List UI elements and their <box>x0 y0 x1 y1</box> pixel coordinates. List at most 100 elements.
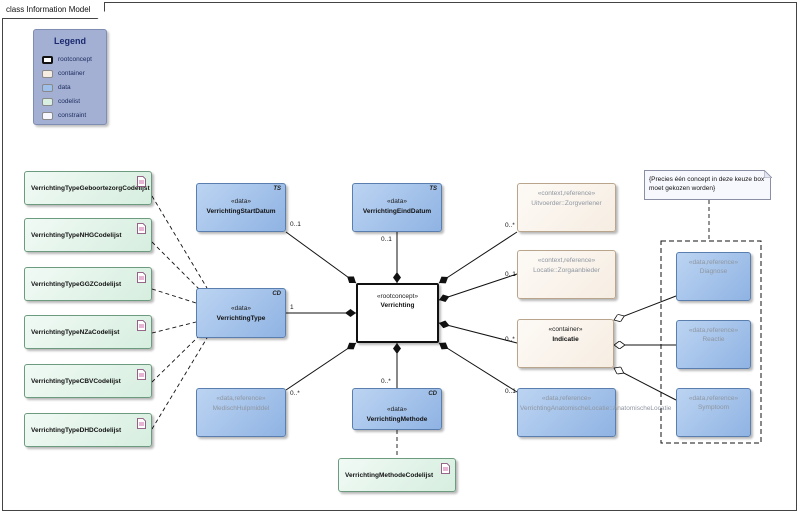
connector-zorgaanbieder <box>438 273 518 303</box>
legend-item-constraint: constraint <box>42 111 86 120</box>
node-stereotype: «rootconcept» <box>376 293 419 300</box>
node-stereotype: «data,reference» <box>541 395 592 402</box>
multiplicity-hulpmiddel: 0..* <box>290 390 300 397</box>
dependency-codelist-ggz <box>151 288 197 304</box>
node-medisch-hulpmiddel[interactable]: «data,reference» MedischHulpmiddel <box>196 388 286 437</box>
codelist-name: VerrichtingMethodeCodelijst <box>345 471 434 479</box>
document-icon <box>137 223 146 234</box>
legend-item-data: data <box>42 83 71 92</box>
constraint-note[interactable]: {Precies één concept in deze keuze box m… <box>644 170 771 200</box>
legend-swatch-data <box>42 83 53 92</box>
node-anatomische-locatie[interactable]: «data,reference» VerrichtingAnatomischeL… <box>517 388 672 437</box>
node-symptoom[interactable]: «data,reference» Symptoom <box>676 388 751 437</box>
node-stereotype: «data,reference» <box>216 395 266 402</box>
legend-title: Legend <box>53 36 86 46</box>
node-name: VerrichtingAnatomischeLocatie::Anatomisc… <box>520 405 672 412</box>
codelist-geboortezorg[interactable]: VerrichtingTypeGeboortezorgCodelijst <box>24 171 152 205</box>
legend-label: container <box>58 70 85 77</box>
node-verrichting-startdatum[interactable]: TS «data» VerrichtingStartDatum <box>196 183 286 232</box>
codelist-verrichting-methode[interactable]: VerrichtingMethodeCodelijst <box>338 458 456 492</box>
codelist-name: VerrichtingTypeDHDCodelijst <box>31 426 122 434</box>
multiplicity-locatie: 0..1 <box>505 388 516 395</box>
connector-indicatie <box>438 320 518 344</box>
node-verrichting-einddatum[interactable]: TS «data» VerrichtingEindDatum <box>352 183 442 232</box>
node-name: VerrichtingStartDatum <box>206 208 276 215</box>
root-verrichting[interactable]: «rootconcept» Verrichting <box>356 283 439 343</box>
legend-label: rootconcept <box>58 56 92 63</box>
node-name: Uitvoerder::Zorgverlener <box>531 200 602 207</box>
node-name: Verrichting <box>380 302 415 309</box>
dependency-codelist-cbv <box>151 334 201 383</box>
multiplicity-indicatie: 0..* <box>505 336 515 343</box>
node-name: Reactie <box>702 336 725 343</box>
node-stereotype: «data» <box>231 198 251 205</box>
dependency-codelist-nza <box>151 321 197 334</box>
legend-swatch-constraint <box>42 111 53 120</box>
legend-item-codelist: codelist <box>42 97 80 106</box>
dependency-codelist-dhd <box>151 337 208 430</box>
datatype-tag: CD <box>272 291 281 297</box>
note-fold-icon <box>764 170 772 178</box>
legend-swatch-codelist <box>42 97 53 106</box>
node-name: VerrichtingType <box>216 315 266 322</box>
node-stereotype: «container» <box>548 326 583 333</box>
multiplicity-zorgaanbieder: 0..1 <box>505 271 516 278</box>
node-locatie-zorgaanbieder[interactable]: «context,reference» Locatie::Zorgaanbied… <box>517 250 616 299</box>
multiplicity-methode: 0..* <box>381 378 391 385</box>
node-uitvoerder-zorgverlener[interactable]: «context,reference» Uitvoerder::Zorgverl… <box>517 183 616 232</box>
legend-label: data <box>58 84 71 91</box>
codelist-name: VerrichtingTypeCBVCodelijst <box>31 377 121 385</box>
codelist-name: VerrichtingTypeGGZCodelijst <box>31 280 122 288</box>
datatype-tag: TS <box>273 186 281 192</box>
connector-symptoom <box>614 368 677 401</box>
node-verrichting-type[interactable]: CD «data» VerrichtingType <box>196 288 286 338</box>
node-stereotype: «data,reference» <box>688 259 739 266</box>
node-name: Diagnose <box>699 268 728 275</box>
legend-item-container: container <box>42 69 85 78</box>
node-name: Indicatie <box>552 336 579 343</box>
codelist-name: VerrichtingTypeNZaCodelijst <box>31 328 120 336</box>
node-verrichting-methode[interactable]: CD «data» VerrichtingMethode <box>352 388 442 430</box>
document-icon <box>137 272 146 283</box>
connector-uitvoerder <box>438 231 518 284</box>
node-name: VerrichtingMethode <box>366 416 428 423</box>
node-diagnose[interactable]: «data,reference» Diagnose <box>676 252 751 301</box>
node-name: Symptoom <box>697 404 730 411</box>
connector-hulpmiddel <box>285 342 357 391</box>
multiplicity-einddatum: 0..1 <box>381 236 392 243</box>
datatype-tag: TS <box>429 186 437 192</box>
legend-item-rootconcept: rootconcept <box>42 55 92 64</box>
connector-locatie <box>438 342 518 393</box>
codelist-cbv[interactable]: VerrichtingTypeCBVCodelijst <box>24 364 152 398</box>
node-stereotype: «data,reference» <box>688 327 739 334</box>
connector-startdatum <box>285 231 357 284</box>
node-stereotype: «data» <box>387 198 407 205</box>
container-indicatie[interactable]: «container» Indicatie <box>517 319 614 368</box>
node-stereotype: «data» <box>231 305 251 312</box>
codelist-nhg[interactable]: VerrichtingTypeNHGCodelijst <box>24 218 152 252</box>
dependency-codelist-geboortezorg <box>151 195 208 289</box>
node-stereotype: «data» <box>387 406 407 413</box>
legend-swatch-container <box>42 69 53 78</box>
legend-label: constraint <box>58 112 87 119</box>
choice-box <box>660 240 762 444</box>
document-icon <box>137 369 146 380</box>
codelist-name: VerrichtingTypeGeboortezorgCodelijst <box>31 184 150 192</box>
node-stereotype: «context,reference» <box>537 257 596 264</box>
node-stereotype: «data,reference» <box>688 395 739 402</box>
document-icon <box>441 463 450 474</box>
legend-label: codelist <box>58 98 81 105</box>
multiplicity-uitvoerder: 0..* <box>505 222 515 229</box>
node-reactie[interactable]: «data,reference» Reactie <box>676 320 751 369</box>
codelist-ggz[interactable]: VerrichtingTypeGGZCodelijst <box>24 267 152 301</box>
dependency-codelist-nhg <box>151 241 201 291</box>
node-name: VerrichtingEindDatum <box>362 208 432 215</box>
codelist-nza[interactable]: VerrichtingTypeNZaCodelijst <box>24 315 152 349</box>
codelist-dhd[interactable]: VerrichtingTypeDHDCodelijst <box>24 413 152 447</box>
legend-swatch-rootconcept <box>42 55 53 64</box>
document-icon <box>137 176 146 187</box>
node-name: MedischHulpmiddel <box>212 405 270 412</box>
multiplicity-type: 1 <box>290 304 294 311</box>
document-icon <box>137 418 146 429</box>
